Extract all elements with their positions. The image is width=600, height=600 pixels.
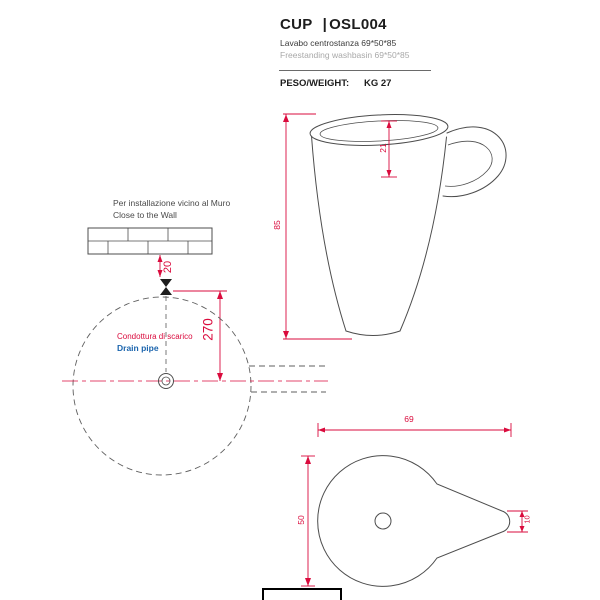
dim-drain-offset: 270 — [200, 318, 216, 341]
front-view-drawing — [309, 114, 507, 336]
front-view-dimensions — [283, 113, 397, 340]
dim-plan-width: 69 — [404, 414, 414, 424]
installation-note-english: Close to the Wall — [113, 210, 177, 220]
top-view-dimensions — [301, 423, 528, 587]
drain-label-italian: Condottura di scarico — [117, 332, 193, 341]
title-separator: | — [322, 16, 328, 33]
weight-value: KG 27 — [364, 78, 392, 89]
installation-note: Per installazione vicino al Muro Close t… — [113, 197, 230, 221]
header-divider — [279, 70, 431, 71]
top-view-drawing — [317, 455, 511, 587]
product-code: OSL004 — [329, 16, 387, 33]
description-english: Freestanding washbasin 69*50*85 — [280, 50, 410, 60]
wall-offset-dimension — [157, 255, 163, 277]
product-name: CUP — [280, 16, 313, 33]
dim-front-height: 85 — [272, 220, 282, 230]
dim-plan-depth: 50 — [296, 515, 306, 525]
installation-note-italian: Per installazione vicino al Muro — [113, 198, 231, 208]
description-italian: Lavabo centrostanza 69*50*85 — [280, 38, 397, 48]
drain-offset-dimension — [173, 290, 227, 381]
drain-axis-marker — [160, 279, 172, 372]
drain-label-english: Drain pipe — [117, 343, 159, 353]
wall-section-drawing — [87, 227, 213, 255]
dim-plan-spout: 10 — [522, 515, 532, 524]
product-title: CUP |OSL004 — [280, 16, 387, 33]
dim-front-rim-depth: 21 — [378, 143, 388, 153]
plan-outline-dashed — [62, 296, 328, 476]
dim-wall-offset: 20 — [162, 260, 174, 274]
brand-logo-box — [262, 588, 342, 600]
weight-label: PESO/WEIGHT: — [280, 78, 350, 89]
